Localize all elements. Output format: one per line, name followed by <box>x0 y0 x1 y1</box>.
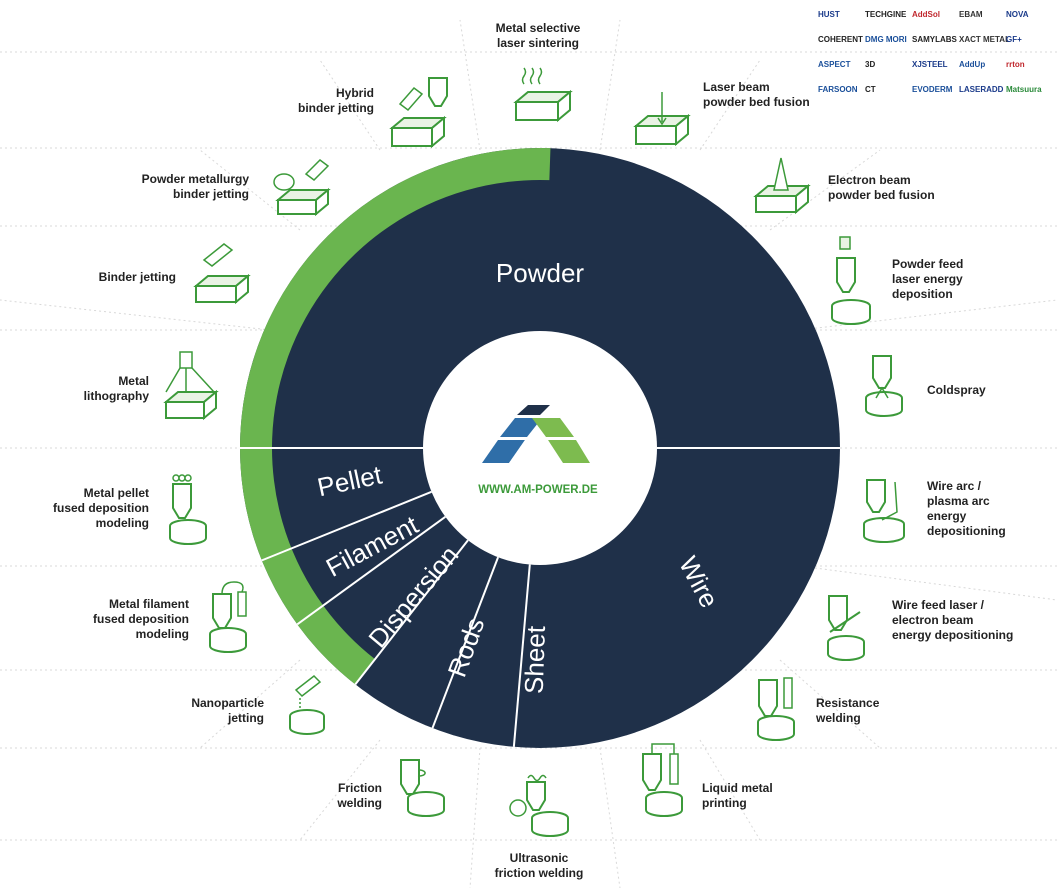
friction-welding-icon <box>400 759 445 817</box>
resistance-welding-icon <box>757 677 795 741</box>
grid-line <box>599 19 621 151</box>
coldspray-icon <box>865 355 903 417</box>
hybrid-binder-jetting-icon <box>389 77 448 149</box>
segment-divider <box>512 564 531 747</box>
grid-line <box>779 659 881 749</box>
company-logo: AddUp <box>959 60 986 69</box>
metal-filament-fdm-icon <box>209 581 247 653</box>
grid-line <box>699 59 761 151</box>
label-coldspray: Coldspray <box>927 383 986 397</box>
am-power-logo <box>482 405 590 463</box>
liquid-metal-printing-icon <box>642 743 683 817</box>
website-url: WWW.AM-POWER.DE <box>478 484 598 496</box>
wire-arc-plasma-arc-icon <box>863 479 905 543</box>
segment-divider <box>431 556 500 729</box>
grid-line <box>599 747 621 888</box>
company-logo: NOVA <box>1006 10 1029 19</box>
grid-line <box>319 59 381 151</box>
grid-line <box>299 739 381 841</box>
powder-metallurgy-binder-jetting-icon <box>273 159 331 217</box>
segment-label-sheet: Sheet <box>519 625 551 695</box>
grid-line <box>799 565 1057 601</box>
company-logo: LASERADD <box>959 85 1004 94</box>
company-logo: CT <box>865 85 876 94</box>
grid-line <box>799 299 1057 331</box>
segment-divider <box>354 539 469 686</box>
segment-divider <box>296 515 446 626</box>
segment-dividers <box>240 447 840 747</box>
label-binder-jetting: Binder jetting <box>98 270 176 284</box>
laser-beam-powder-bed-fusion-icon <box>633 92 691 147</box>
powder-feed-laser-energy-deposition-icon <box>831 236 871 325</box>
company-logo: XJSTEEL <box>912 60 948 69</box>
electron-beam-powder-bed-fusion-icon <box>753 157 811 215</box>
company-logo: rrton <box>1006 60 1025 69</box>
green-outer-band <box>240 148 551 685</box>
company-logo: DMG MORI <box>865 35 907 44</box>
company-logo: SAMYLABS <box>912 35 957 44</box>
company-logo: ASPECT <box>818 60 851 69</box>
center-hub: WWW.AM-POWER.DE <box>423 331 657 565</box>
metal-selective-laser-sintering-icon <box>513 67 573 123</box>
grid-line <box>459 19 481 151</box>
segment-label-powder: Powder <box>496 258 584 288</box>
grid-line <box>469 747 481 888</box>
nanoparticle-jetting-icon <box>289 675 325 735</box>
company-logo: 3D <box>865 60 876 69</box>
metal-pellet-fdm-icon <box>169 474 207 545</box>
company-logo: AddSol <box>912 10 940 19</box>
company-logo: FARSOON <box>818 85 858 94</box>
company-logo: EVODERM <box>912 85 953 94</box>
wire-feed-laser-electron-beam-icon <box>827 595 865 661</box>
company-logo: TECHGINE <box>865 10 907 19</box>
ultrasonic-friction-welding-icon <box>509 774 569 837</box>
company-logo: Matsuura <box>1006 85 1042 94</box>
technology-icons <box>163 67 905 837</box>
company-logo: COHERENT <box>818 35 863 44</box>
company-logo: GF+ <box>1006 35 1022 44</box>
grid-line <box>199 149 301 231</box>
grid-line <box>0 299 271 331</box>
grid-lines <box>0 19 1057 888</box>
metal-lithography-icon <box>163 351 219 421</box>
binder-jetting-icon <box>193 243 251 305</box>
segment-divider <box>261 490 432 562</box>
company-logo: HUST <box>818 10 840 19</box>
company-logo: XACT METAL <box>959 35 1010 44</box>
grid-line <box>199 659 301 749</box>
company-logo: EBAM <box>959 10 983 19</box>
